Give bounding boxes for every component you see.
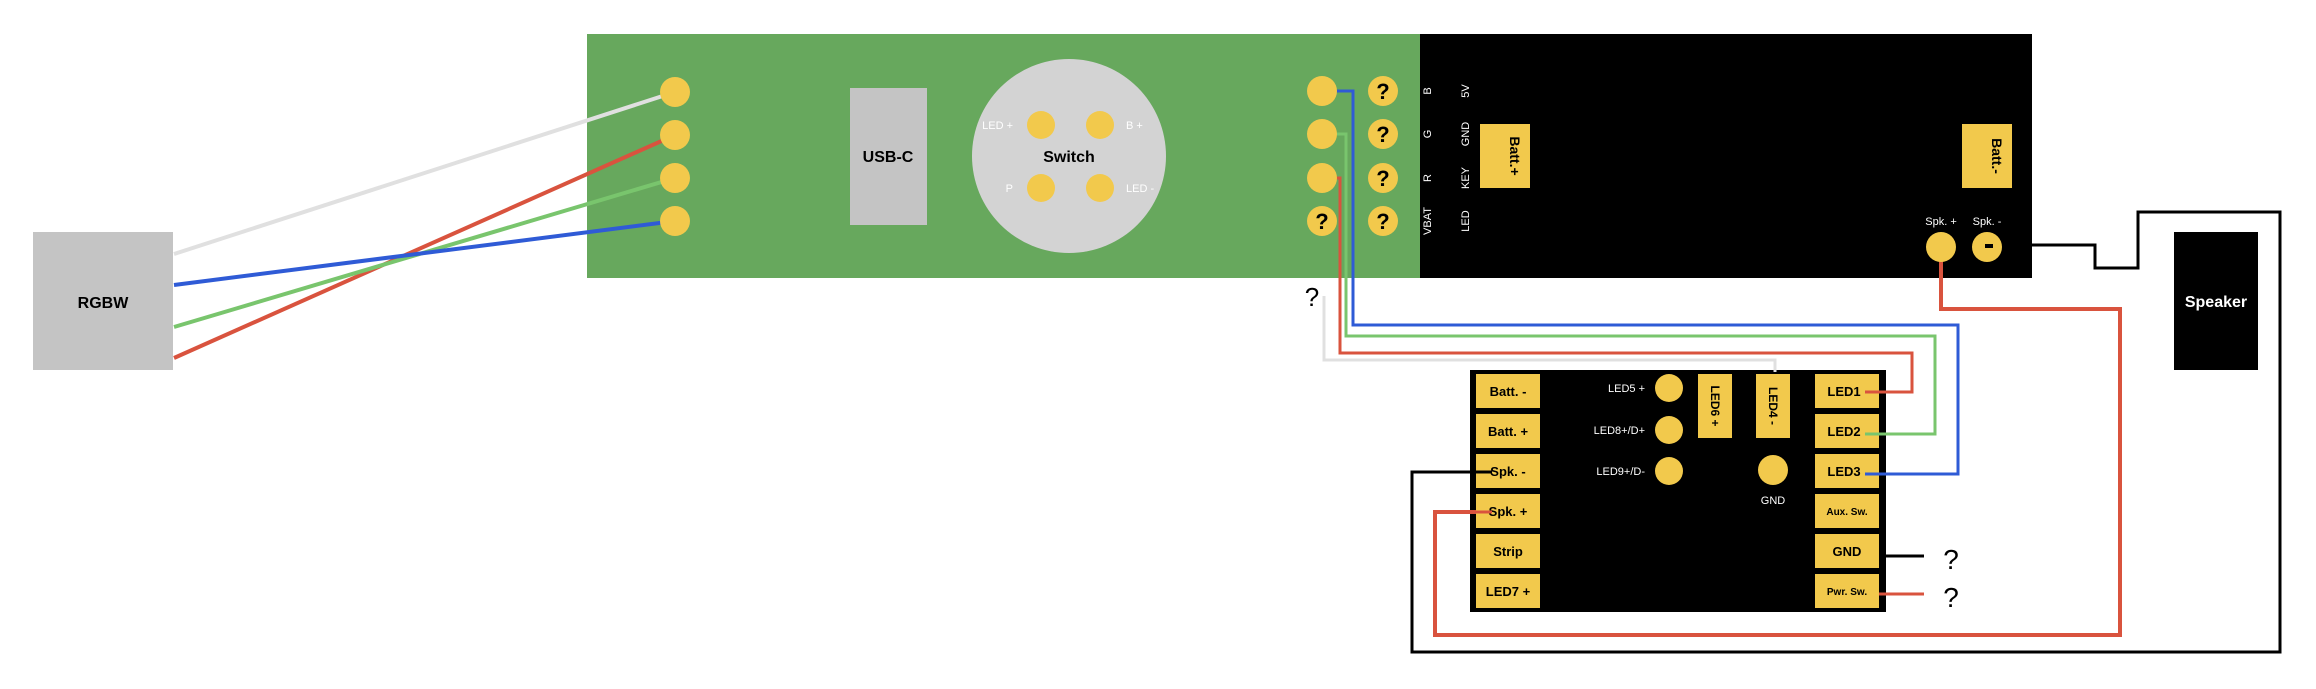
color-pad-vbat-unknown: ? [1315, 209, 1328, 234]
sound-pad-led7-plus [1476, 574, 1540, 608]
speaker-label: Speaker [2185, 294, 2247, 311]
power-pad-key-unknown: ? [1376, 166, 1389, 191]
sound-pad-batt-plus [1476, 414, 1540, 448]
switch-pad-led-minus [1086, 174, 1114, 202]
sound-pad-led2 [1815, 414, 1879, 448]
sound-pad-gnd [1815, 534, 1879, 568]
spk-minus-pad-slot [1985, 244, 1993, 248]
rgbw-pad-4 [660, 206, 690, 236]
sound-pad-aux-sw [1815, 494, 1879, 528]
spk-minus-label: Spk. - [1973, 216, 2002, 228]
power-label-gnd: GND [1460, 122, 1472, 147]
power-pad-led-unknown: ? [1376, 209, 1389, 234]
switch-pad-b-plus [1086, 111, 1114, 139]
sound-pad-strip [1476, 534, 1540, 568]
sound-pad-gnd-round-label: GND [1761, 495, 1786, 507]
power-pad-5v [1368, 76, 1398, 106]
sound-pad-label-led2: LED2 [1827, 424, 1860, 439]
sound-pad-label-led5-plus: LED5 + [1608, 383, 1645, 395]
switch-pad-label-p: P [1006, 183, 1013, 195]
sound-pad-batt-minus [1476, 374, 1540, 408]
wire-blue-rgbw [173, 219, 676, 287]
rgbw-pad-1 [660, 77, 690, 107]
power-pad-gnd-unknown: ? [1376, 122, 1389, 147]
color-pad-r [1307, 163, 1337, 193]
rgbw-block [33, 232, 173, 370]
color-label-r: R [1422, 174, 1434, 182]
sound-pad-label-led9-plus: LED9+/D- [1596, 466, 1645, 478]
power-label-led: LED [1460, 210, 1472, 231]
sound-board [1470, 370, 1886, 612]
sound-pad-led4-minus [1756, 374, 1790, 438]
sound-pad-label-strip: Strip [1493, 544, 1523, 559]
batt-plus-pad [1480, 124, 1530, 188]
sound-pad-led9-plus [1655, 457, 1683, 485]
sound-pad-led6-plus [1698, 374, 1732, 438]
sound-pad-label-led3: LED3 [1827, 464, 1860, 479]
power-label-key: KEY [1460, 166, 1472, 189]
power-pad-key [1368, 163, 1398, 193]
switch-circle [972, 59, 1166, 253]
switch-pad-label-b-plus: B + [1126, 120, 1143, 132]
wire-red-speaker [1433, 248, 2122, 637]
sound-pad-label-pwr-sw: Pwr. Sw. [1827, 587, 1867, 598]
color-label-g: G [1422, 130, 1434, 139]
sound-pad-label-led7-plus: LED7 + [1486, 584, 1531, 599]
wire-white-led4 [1322, 296, 1777, 372]
speaker-block [2174, 232, 2258, 370]
sound-pad-label-led8-plus: LED8+/D+ [1594, 425, 1645, 437]
color-pad-b [1307, 76, 1337, 106]
spk-plus-pad [1926, 232, 1956, 262]
usbc-label: USB-C [863, 149, 914, 166]
pwr-unknown-mark: ? [1943, 582, 1959, 613]
sound-board-right-pads: LED1 LED2 LED3 Aux. Sw. GND Pwr. Sw. [1815, 374, 1879, 608]
color-label-b: B [1422, 87, 1434, 94]
color-pad-vbat [1307, 206, 1337, 236]
rgbw-pad-2 [660, 120, 690, 150]
switch-pad-label-led-minus: LED - [1126, 183, 1154, 195]
sound-pad-label-gnd: GND [1833, 544, 1862, 559]
wire-red-rgbw [173, 133, 676, 360]
sound-pad-gnd-round [1758, 455, 1788, 485]
color-label-vbat: VBAT [1422, 207, 1434, 235]
switch-pad-label-led-plus: LED + [982, 120, 1013, 132]
sound-pad-label-batt-plus: Batt. + [1488, 424, 1529, 439]
sound-pad-label-aux-sw: Aux. Sw. [1826, 507, 1868, 518]
sound-pad-label-led4-minus: LED4 - [1766, 387, 1780, 425]
sound-pad-pwr-sw [1815, 574, 1879, 608]
sound-pad-label-batt-minus: Batt. - [1490, 384, 1527, 399]
wire-blue-led3 [1322, 89, 1960, 476]
sound-pad-label-led6-plus: LED6 + [1708, 385, 1722, 426]
wire-green-led2 [1322, 132, 1937, 436]
switch-title: Switch [1043, 149, 1095, 166]
usbc-port [850, 88, 927, 225]
rgbw-label: RGBW [78, 295, 130, 312]
sound-pad-led8-plus [1655, 416, 1683, 444]
gnd-unknown-mark: ? [1943, 544, 1959, 575]
power-label-5v: 5V [1460, 84, 1472, 98]
wire-white-rgbw [173, 90, 676, 256]
sound-pad-led3 [1815, 454, 1879, 488]
power-pad-gnd [1368, 119, 1398, 149]
switch-pad-p [1027, 174, 1055, 202]
color-pad-g [1307, 119, 1337, 149]
sound-pad-label-spk-minus: Spk. - [1490, 464, 1525, 479]
batt-minus-label: Batt.- [1989, 138, 2005, 174]
power-pad-led [1368, 206, 1398, 236]
batt-plus-label: Batt.+ [1507, 136, 1523, 175]
spk-plus-label: Spk. + [1925, 216, 1957, 228]
wire-black-speaker [1410, 210, 2282, 654]
white-wire-unknown-mark: ? [1305, 282, 1319, 312]
power-pad-5v-unknown: ? [1376, 79, 1389, 104]
sound-pad-label-spk-plus: Spk. + [1489, 504, 1528, 519]
rgbw-pad-3 [660, 163, 690, 193]
sound-pad-led5-plus [1655, 374, 1683, 402]
batt-minus-pad [1962, 124, 2012, 188]
sound-pad-label-led1: LED1 [1827, 384, 1860, 399]
switch-pad-led-plus [1027, 111, 1055, 139]
